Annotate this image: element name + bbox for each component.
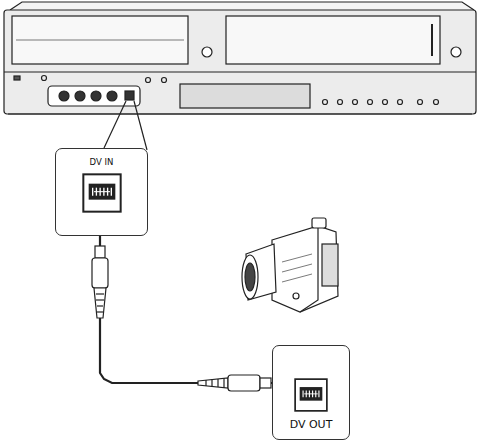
- vcr-slot: [12, 16, 188, 64]
- recorder-top: [10, 2, 474, 10]
- port-label: DV OUT: [290, 418, 333, 431]
- button: [202, 47, 212, 57]
- dv-port-icon: [82, 173, 122, 213]
- front-jacks: [48, 86, 140, 106]
- camcorder: [242, 218, 338, 312]
- dv-port-icon: [294, 378, 328, 412]
- plug-tip: [95, 246, 105, 258]
- button: [451, 47, 461, 57]
- port-label: DV IN: [90, 157, 114, 167]
- recorder-body: [4, 10, 476, 114]
- dv-port: [125, 91, 134, 100]
- leader-line: [134, 101, 147, 150]
- dvd-tray: [226, 16, 440, 64]
- display: [180, 84, 310, 108]
- plug-body: [228, 375, 260, 391]
- dv-cable: [100, 236, 272, 383]
- callout-box: DV OUT: [272, 345, 350, 440]
- leader-line: [104, 101, 126, 148]
- plug-tip: [260, 378, 271, 388]
- callout-box: DV IN: [55, 148, 148, 236]
- plug-body: [92, 258, 108, 288]
